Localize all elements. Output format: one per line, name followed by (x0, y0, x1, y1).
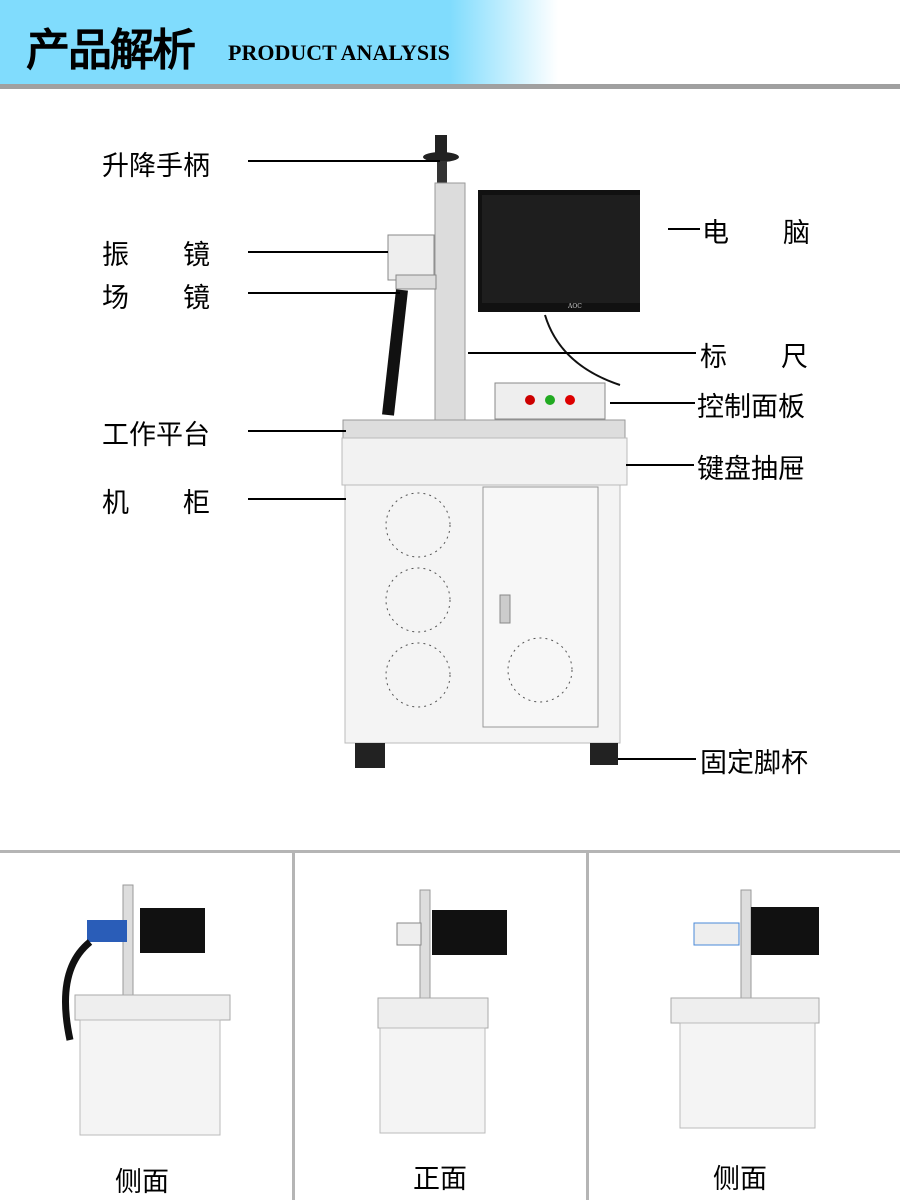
header-divider (0, 84, 900, 89)
leader-line (248, 292, 400, 294)
label-computer: 电 脑 (702, 218, 810, 249)
label-galvo: 振 镜 (102, 240, 210, 271)
leader-line (626, 464, 694, 466)
label-keyboard-drawer: 键盘抽屉 (697, 454, 805, 485)
header-banner: 产品解析 PRODUCT ANALYSIS (0, 0, 900, 84)
section-divider (0, 850, 900, 853)
label-ruler: 标 尺 (700, 342, 808, 373)
monitor-brand: AOC (567, 303, 582, 310)
view-divider (292, 853, 295, 1200)
label-work-table: 工作平台 (102, 420, 210, 451)
label-cabinet: 机 柜 (102, 488, 210, 519)
title-cn: 产品解析 (26, 25, 196, 76)
caption-front-view: 正面 (413, 1164, 467, 1195)
caption-side-view-left: 侧面 (115, 1167, 169, 1198)
leader-line (248, 251, 388, 253)
leader-line (618, 758, 696, 760)
front-view-image (377, 889, 507, 1134)
leader-line (248, 498, 346, 500)
label-field-lens: 场 镜 (102, 283, 210, 314)
view-divider (586, 853, 589, 1200)
leader-line (610, 402, 695, 404)
leader-line (248, 160, 440, 162)
leader-line (468, 352, 696, 354)
title-en: PRODUCT ANALYSIS (228, 40, 450, 65)
side-view-left-image (62, 884, 231, 1136)
leader-line (668, 228, 700, 230)
label-fixed-feet: 固定脚杯 (700, 748, 808, 779)
side-view-right-image (670, 889, 820, 1129)
caption-side-view-right: 侧面 (713, 1164, 767, 1195)
label-lift-handle: 升降手柄 (102, 151, 210, 182)
leader-line (248, 430, 346, 432)
machine-illustration: AOC (341, 135, 640, 768)
label-control-panel: 控制面板 (697, 392, 805, 423)
